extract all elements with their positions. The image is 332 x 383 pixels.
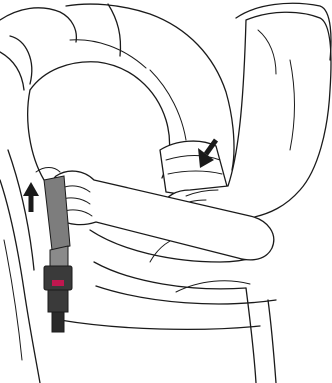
seat-belt-buckle [44,266,72,332]
adult-arm-right [161,12,331,222]
buckle-release-marker [52,280,64,286]
arrow-up-icon [23,182,39,212]
